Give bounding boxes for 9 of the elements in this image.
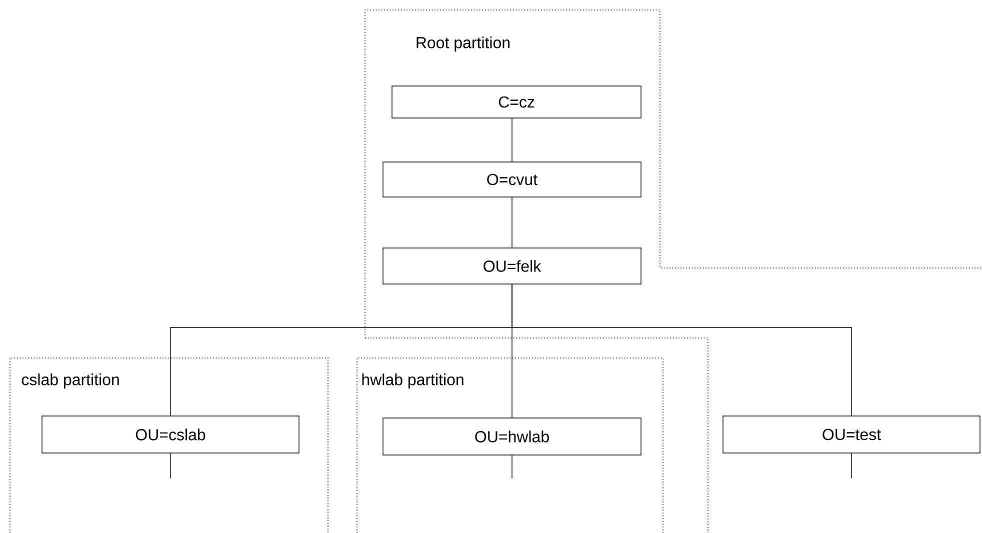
connector-line xyxy=(170,453,171,479)
entry-box: C=cz xyxy=(392,86,642,118)
entry-box: OU=hwlab xyxy=(382,418,642,456)
entry-box: OU=felk xyxy=(382,248,642,284)
connector-line xyxy=(512,284,852,416)
connector-line xyxy=(851,453,852,479)
entry-box: OU=test xyxy=(722,416,980,454)
entry-box: O=cvut xyxy=(382,162,642,198)
entry-box: OU=cslab xyxy=(42,416,300,454)
